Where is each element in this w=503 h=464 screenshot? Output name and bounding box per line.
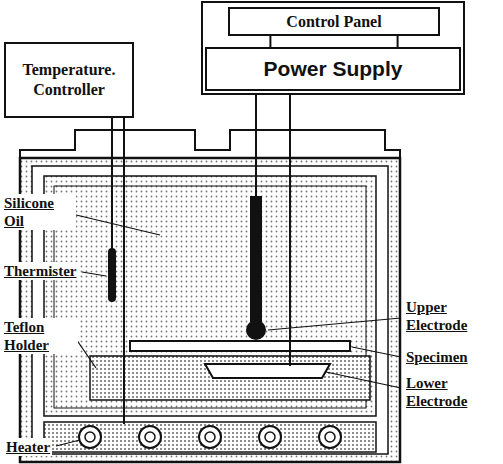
part-label: Upper Electrode <box>404 298 503 334</box>
vessel-inner-wall <box>32 166 388 454</box>
part-label: Specimen <box>404 348 470 366</box>
part-label: Lower Electrode <box>404 374 503 410</box>
part-label: Silicone Oil <box>2 194 76 230</box>
lower-electrode <box>205 364 330 378</box>
box-text: Control Panel <box>286 12 381 32</box>
box-text: Temperature. Controller <box>6 60 132 100</box>
vessel-body <box>20 158 400 462</box>
part-label: Thermister <box>2 262 78 280</box>
upper-electrode-rod <box>250 196 262 322</box>
wires <box>112 94 290 424</box>
vessel-lid <box>20 130 400 160</box>
upper-electrode-ball <box>246 320 266 340</box>
part-label: Teflon Holder <box>2 318 78 354</box>
connector-line <box>397 36 399 47</box>
silicone-oil-bath <box>44 176 376 416</box>
connector-line <box>269 36 271 47</box>
power-supply-box: Power Supply <box>205 47 461 91</box>
part-label: Heater <box>4 438 52 456</box>
controller-box: Temperature. Controller <box>4 42 134 118</box>
supply-frame <box>202 2 464 94</box>
control-panel-box: Control Panel <box>228 7 440 36</box>
leader-lines <box>56 214 401 446</box>
teflon-holder <box>90 356 370 400</box>
heater-coils <box>44 422 376 452</box>
thermistor-probe <box>108 248 116 302</box>
specimen-plate <box>130 341 350 351</box>
box-text: Power Supply <box>264 56 403 82</box>
